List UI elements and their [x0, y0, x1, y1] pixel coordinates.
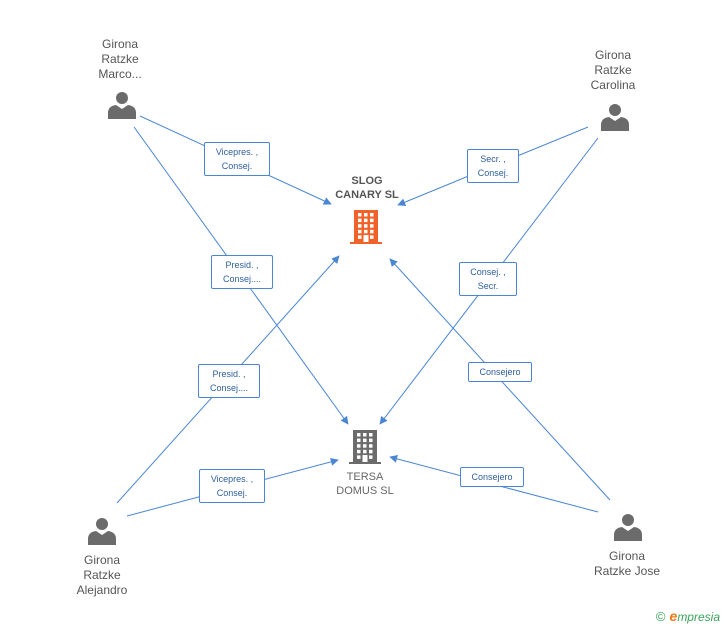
empresia-brand[interactable]: ©empresia	[656, 608, 720, 624]
empresia-logo-text: mpresia	[677, 610, 720, 624]
node-label-carolina[interactable]: Girona Ratzke Carolina	[590, 48, 636, 92]
edge-label-carolina-tersa[interactable]: Consej. , Secr.	[459, 262, 517, 296]
node-label-jose[interactable]: Girona Ratzke Jose	[593, 549, 661, 578]
edge-label-jose-tersa[interactable]: Consejero	[460, 467, 524, 487]
node-label-tersa-domus[interactable]: TERSA DOMUS SL	[336, 471, 394, 497]
edge-label-marco-slog[interactable]: Vicepres. , Consej.	[204, 142, 270, 176]
building-icon-slog-canary[interactable]	[350, 210, 382, 244]
person-icon-jose[interactable]	[614, 514, 642, 541]
edge-label-alejandro-slog[interactable]: Presid. , Consej....	[198, 364, 260, 398]
empresia-logo-e: e	[669, 608, 678, 624]
node-label-marco[interactable]: Girona Ratzke Marco...	[98, 37, 142, 81]
person-icon-carolina[interactable]	[601, 104, 629, 131]
node-icons	[88, 92, 642, 545]
building-icon-tersa-domus[interactable]	[349, 430, 381, 464]
person-icon-alejandro[interactable]	[88, 518, 116, 545]
edge-label-marco-tersa[interactable]: Presid. , Consej....	[211, 255, 273, 289]
person-icon-marco[interactable]	[108, 92, 136, 119]
edge-label-jose-slog[interactable]: Consejero	[468, 362, 532, 382]
edge-label-alejandro-tersa[interactable]: Vicepres. , Consej.	[199, 469, 265, 503]
node-label-alejandro[interactable]: Girona Ratzke Alejandro	[76, 553, 128, 597]
copyright-icon: ©	[655, 609, 666, 624]
edge-label-carolina-slog[interactable]: Secr. , Consej.	[467, 149, 519, 183]
node-label-slog-canary[interactable]: SLOG CANARY SL	[335, 175, 399, 201]
